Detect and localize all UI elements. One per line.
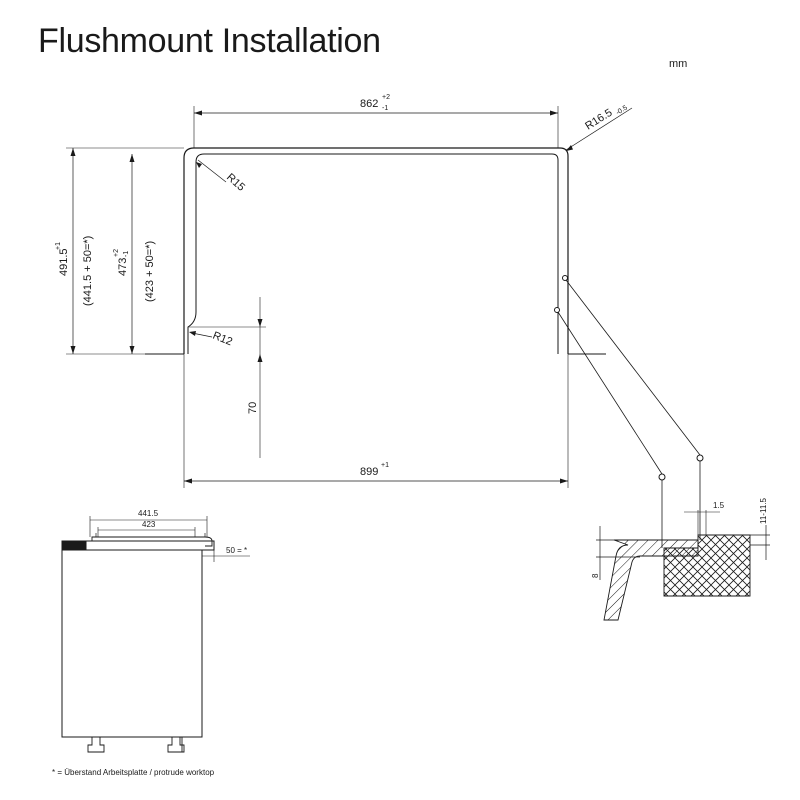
depth-outer-tol: +1 bbox=[55, 242, 62, 250]
cabinet-leg-left bbox=[87, 737, 105, 753]
offset-70-label: 70 bbox=[247, 402, 259, 414]
cabinet-body bbox=[61, 549, 203, 738]
cutout-outline-outer bbox=[183, 147, 569, 354]
page-title: Flushmount Installation bbox=[38, 22, 381, 60]
main-dimension-texts: 862 +2 -1 899 +1 R16.5 -0.5 R15 R12 491.… bbox=[55, 94, 629, 478]
width-top-value: 862 bbox=[360, 98, 378, 110]
depth-inner-note: (423 + 50=*) bbox=[144, 241, 156, 302]
detail-section-view bbox=[596, 510, 770, 621]
width-bottom-tol: +1 bbox=[381, 462, 389, 469]
detail-dim-8: 8 bbox=[591, 573, 600, 578]
depth-outer-note: (441.5 + 50=*) bbox=[82, 236, 94, 306]
cabinet-side-view bbox=[61, 516, 250, 753]
cabinet-dimension-texts: 441.5 423 50 = * bbox=[138, 509, 247, 555]
sink-rim-profile bbox=[603, 539, 699, 621]
main-cutout-view bbox=[66, 106, 704, 548]
depth-inner-tol-upper: +2 bbox=[113, 249, 120, 257]
units-label: mm bbox=[669, 58, 688, 70]
footnote: * = Überstand Arbeitsplatte / protrude w… bbox=[52, 768, 215, 777]
dimension-arrows bbox=[70, 110, 573, 484]
detail-dimension-texts: 1.5 11-11.5 8 bbox=[591, 498, 768, 578]
depth-outer-value: 491.5 bbox=[58, 248, 70, 276]
width-top-tol-upper: +2 bbox=[382, 94, 390, 101]
radius-r12-label: R12 bbox=[211, 330, 234, 349]
cutout-outline-inner bbox=[187, 153, 559, 354]
radius-outer-tol: -0.5 bbox=[615, 104, 629, 116]
cabinet-dim-423: 423 bbox=[142, 520, 156, 529]
depth-inner-tol-lower: -1 bbox=[123, 251, 130, 257]
cabinet-dim-50: 50 = * bbox=[226, 546, 247, 555]
width-top-tol-lower: -1 bbox=[382, 105, 388, 112]
cabinet-dim-441-5: 441.5 bbox=[138, 509, 159, 518]
worktop-edge bbox=[61, 540, 87, 551]
radius-r15-label: R15 bbox=[224, 171, 247, 193]
depth-inner-value: 473 bbox=[117, 258, 129, 276]
detail-dim-1-5: 1.5 bbox=[713, 501, 725, 510]
width-bottom-value: 899 bbox=[360, 466, 378, 478]
cabinet-leg-right bbox=[167, 737, 185, 753]
detail-dim-11-11-5: 11-11.5 bbox=[759, 498, 768, 524]
